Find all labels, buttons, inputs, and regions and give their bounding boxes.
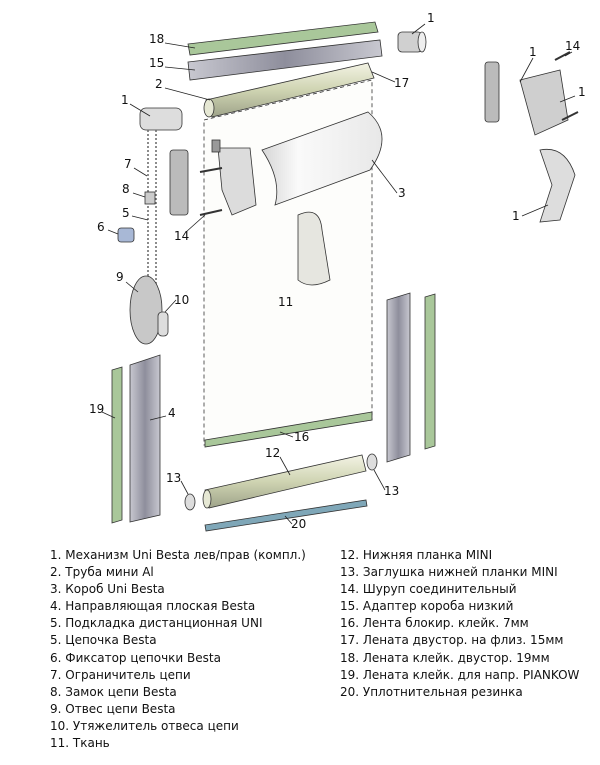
callout-3: 3 (398, 186, 406, 200)
legend-item: 13. Заглушка нижней планки MINI (340, 565, 558, 580)
callout-16: 16 (294, 430, 309, 444)
callout-6: 6 (97, 220, 105, 234)
callout-5: 5 (122, 206, 130, 220)
legend-item: 5. Подкладка дистанционная UNI (50, 616, 263, 631)
callout-1: 1 (121, 93, 129, 107)
chain-lock (144, 191, 156, 205)
mechanism-bracket-right (519, 69, 569, 136)
guide-tape-left (111, 366, 123, 524)
legend-item: 17. Ленaта двустор. на флиз. 15мм (340, 633, 564, 648)
callout-18: 18 (149, 32, 164, 46)
legend-item: 19. Ленaта клейк. для напр. PIANKOW (340, 667, 580, 682)
legend-item: 8. Замок цепи Besta (50, 684, 177, 699)
callout-13: 13 (166, 471, 181, 485)
legend-item: 3. Короб Uni Besta (50, 582, 165, 597)
legend-item: 11. Ткань (50, 736, 110, 751)
callout-1: 1 (578, 85, 586, 99)
legend-item: 20. Уплотнительная резинка (340, 684, 523, 699)
legend-item: 14. Шуруп соединительный (340, 582, 517, 597)
bottom-bar-cap-left (184, 493, 196, 511)
legend-item: 1. Механизм Uni Besta лев/прав (компл.) (50, 548, 306, 562)
legend-item: 15. Адаптер короба низкий (340, 599, 514, 614)
legend-item: 5. Цепочка Besta (50, 633, 157, 648)
chain-fixer (117, 227, 135, 243)
callout-12: 12 (265, 446, 280, 460)
box-end-clip (539, 148, 576, 223)
leader-lines (101, 23, 576, 525)
box-adapter-low (187, 39, 383, 81)
callout-19: 19 (89, 402, 104, 416)
callout-7: 7 (124, 157, 132, 171)
mechanism-end-cap (397, 31, 427, 53)
guide-tape-right (424, 293, 436, 450)
connecting-screw (561, 111, 579, 121)
mechanism-bracket-left (211, 139, 257, 216)
callout-4: 4 (168, 406, 176, 420)
connecting-screw (199, 209, 223, 216)
callout-1: 1 (427, 11, 435, 25)
legend-left: 1. Механизм Uni Besta лев/прав (компл.) … (50, 547, 306, 752)
flat-guide-right (386, 292, 411, 463)
callout-13: 13 (384, 484, 399, 498)
chain-weight (129, 275, 163, 345)
legend-item: 18. Ленaта клейк. двустор. 19мм (340, 650, 550, 665)
flat-guide-left (129, 354, 161, 523)
callout-1: 1 (529, 45, 537, 59)
distance-spacer-right (484, 61, 500, 123)
fabric-sample (297, 211, 331, 286)
chain-weight-heavier (157, 311, 169, 337)
legend-item: 12. Нижняя планка MINI (340, 548, 493, 562)
seal-rubber (204, 499, 368, 532)
legend-item: 10. Утяжелитель отвеса цепи (50, 718, 239, 733)
exploded-diagram: 1 18 15 17 2 1 1 14 1 7 8 5 6 3 14 1 9 1… (89, 11, 586, 532)
connecting-screw (199, 167, 223, 173)
aluminium-tube (203, 62, 375, 118)
connecting-screw (554, 51, 571, 61)
callout-1: 1 (512, 209, 520, 223)
chain-mechanism (139, 107, 183, 330)
callout-10: 10 (174, 293, 189, 307)
callout-17: 17 (394, 76, 409, 90)
bottom-bar-cap-right (366, 453, 378, 471)
callout-9: 9 (116, 270, 124, 284)
double-sided-tape-19mm (187, 21, 379, 56)
callout-11: 11 (278, 295, 293, 309)
legend-item: 4. Направляющая плоская Besta (50, 599, 256, 614)
uni-besta-box (261, 111, 383, 206)
legend-item: 2. Труба мини Al (50, 565, 154, 580)
callout-14: 14 (174, 229, 189, 243)
callout-20: 20 (291, 517, 306, 531)
callout-14: 14 (565, 39, 580, 53)
callout-2: 2 (155, 77, 163, 91)
legend-right: 12. Нижняя планка MINI 13. Заглушка нижн… (340, 547, 579, 701)
legend-item: 6. Фиксатор цепочки Besta (50, 650, 221, 665)
blocking-tape-7mm (204, 411, 373, 448)
legend-item: 9. Отвес цепи Besta (50, 701, 176, 716)
distance-spacer (169, 149, 189, 216)
callout-15: 15 (149, 56, 164, 70)
bottom-bar-mini (202, 454, 367, 509)
legend-item: 16. Лента блокир. клейк. 7мм (340, 616, 529, 631)
legend-item: 7. Ограничитель цепи (50, 667, 191, 682)
callout-8: 8 (122, 182, 130, 196)
